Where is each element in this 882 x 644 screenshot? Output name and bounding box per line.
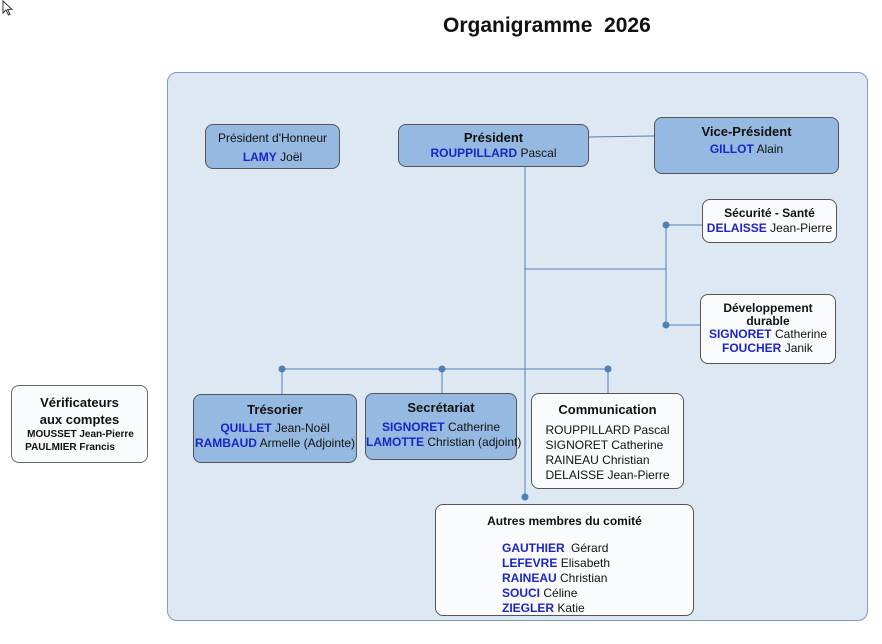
communication-role: Communication (558, 402, 657, 417)
president-box: Président ROUPPILLARD Pascal (398, 124, 589, 167)
developpement-role-line2: durable (746, 314, 790, 328)
member-first-name: Joël (280, 150, 303, 164)
member-first-name: Janik (784, 341, 813, 355)
mouse-cursor-icon (2, 0, 14, 16)
member-first-name: Pascal (520, 146, 557, 160)
verificateurs-role-line1: Vérificateurs (40, 395, 119, 410)
member-last-name: ZIEGLER (502, 601, 555, 615)
member-first-name: Christian (adjoint) (427, 435, 522, 449)
president-honneur-box: Président d'Honneur LAMY Joël (205, 124, 340, 169)
member-last-name: LEFEVRE (502, 556, 558, 570)
member-last-name: FOUCHER (722, 341, 782, 355)
list-item: RAINEAU Christian (545, 453, 650, 467)
member-last-name: RAINEAU (502, 571, 557, 585)
developpement-role-line1: Développement (723, 301, 813, 315)
vice-president-box: Vice-Président GILLOT Alain (654, 117, 839, 174)
list-item: ROUPPILLARD Pascal (545, 423, 670, 437)
member-last-name: LAMOTTE (366, 435, 424, 449)
member-last-name: GILLOT (709, 142, 754, 156)
member-last-name: LAMY (242, 150, 277, 164)
developpement-durable-box: Développement durable SIGNORET Catherine… (700, 294, 836, 364)
list-item: SIGNORET Catherine (545, 438, 664, 452)
list-item: DELAISSE Jean-Pierre (545, 468, 670, 482)
autres-membres-role: Autres membres du comité (487, 514, 642, 528)
member-first-name: Gérard (571, 541, 609, 555)
president-role: Président (463, 130, 524, 145)
member-last-name: DELAISSE (706, 221, 767, 235)
member-last-name: SIGNORET (708, 327, 772, 341)
member-last-name: GAUTHIER (502, 541, 565, 555)
vice-president-role: Vice-Président (701, 124, 792, 139)
verificateurs-role-line2: aux comptes (39, 412, 120, 427)
member-last-name: QUILLET (220, 421, 272, 435)
tresorier-role: Trésorier (247, 402, 303, 417)
member-first-name: Christian (560, 571, 608, 585)
member-first-name: Alain (756, 142, 784, 156)
member-first-name: Jean-Noël (274, 421, 330, 435)
member-first-name: Katie (557, 601, 585, 615)
tresorier-box: Trésorier QUILLET Jean-Noël RAMBAUD Arme… (193, 394, 357, 463)
list-item: MOUSSET Jean-Pierre (27, 429, 134, 440)
member-first-name: Catherine (774, 327, 828, 341)
member-first-name: Catherine (447, 420, 501, 434)
page-title: Organigramme 2026 (443, 14, 651, 37)
verificateurs-box: Vérificateurs aux comptes MOUSSET Jean-P… (11, 385, 148, 463)
member-last-name: SIGNORET (381, 420, 445, 434)
communication-box: Communication ROUPPILLARD Pascal SIGNORE… (531, 393, 684, 489)
list-item: PAULMIER Francis (25, 442, 115, 453)
secretariat-role: Secrétariat (407, 400, 475, 415)
member-last-name: ROUPPILLARD (430, 146, 518, 160)
secretariat-box: Secrétariat SIGNORET Catherine LAMOTTE C… (365, 393, 521, 460)
member-last-name: RAMBAUD (194, 436, 257, 450)
member-first-name: Armelle (Adjointe) (259, 436, 356, 450)
securite-sante-role: Sécurité - Santé (724, 206, 815, 220)
member-first-name: Jean-Pierre (770, 221, 833, 235)
member-first-name: Elisabeth (560, 556, 611, 570)
president-honneur-role: Président d'Honneur (217, 131, 328, 145)
member-first-name: Céline (543, 586, 578, 600)
autres-membres-box: Autres membres du comité GAUTHIER Gérard… (435, 504, 694, 616)
member-last-name: SOUCI (502, 586, 541, 600)
securite-sante-box: Sécurité - Santé DELAISSE Jean-Pierre (702, 199, 837, 243)
